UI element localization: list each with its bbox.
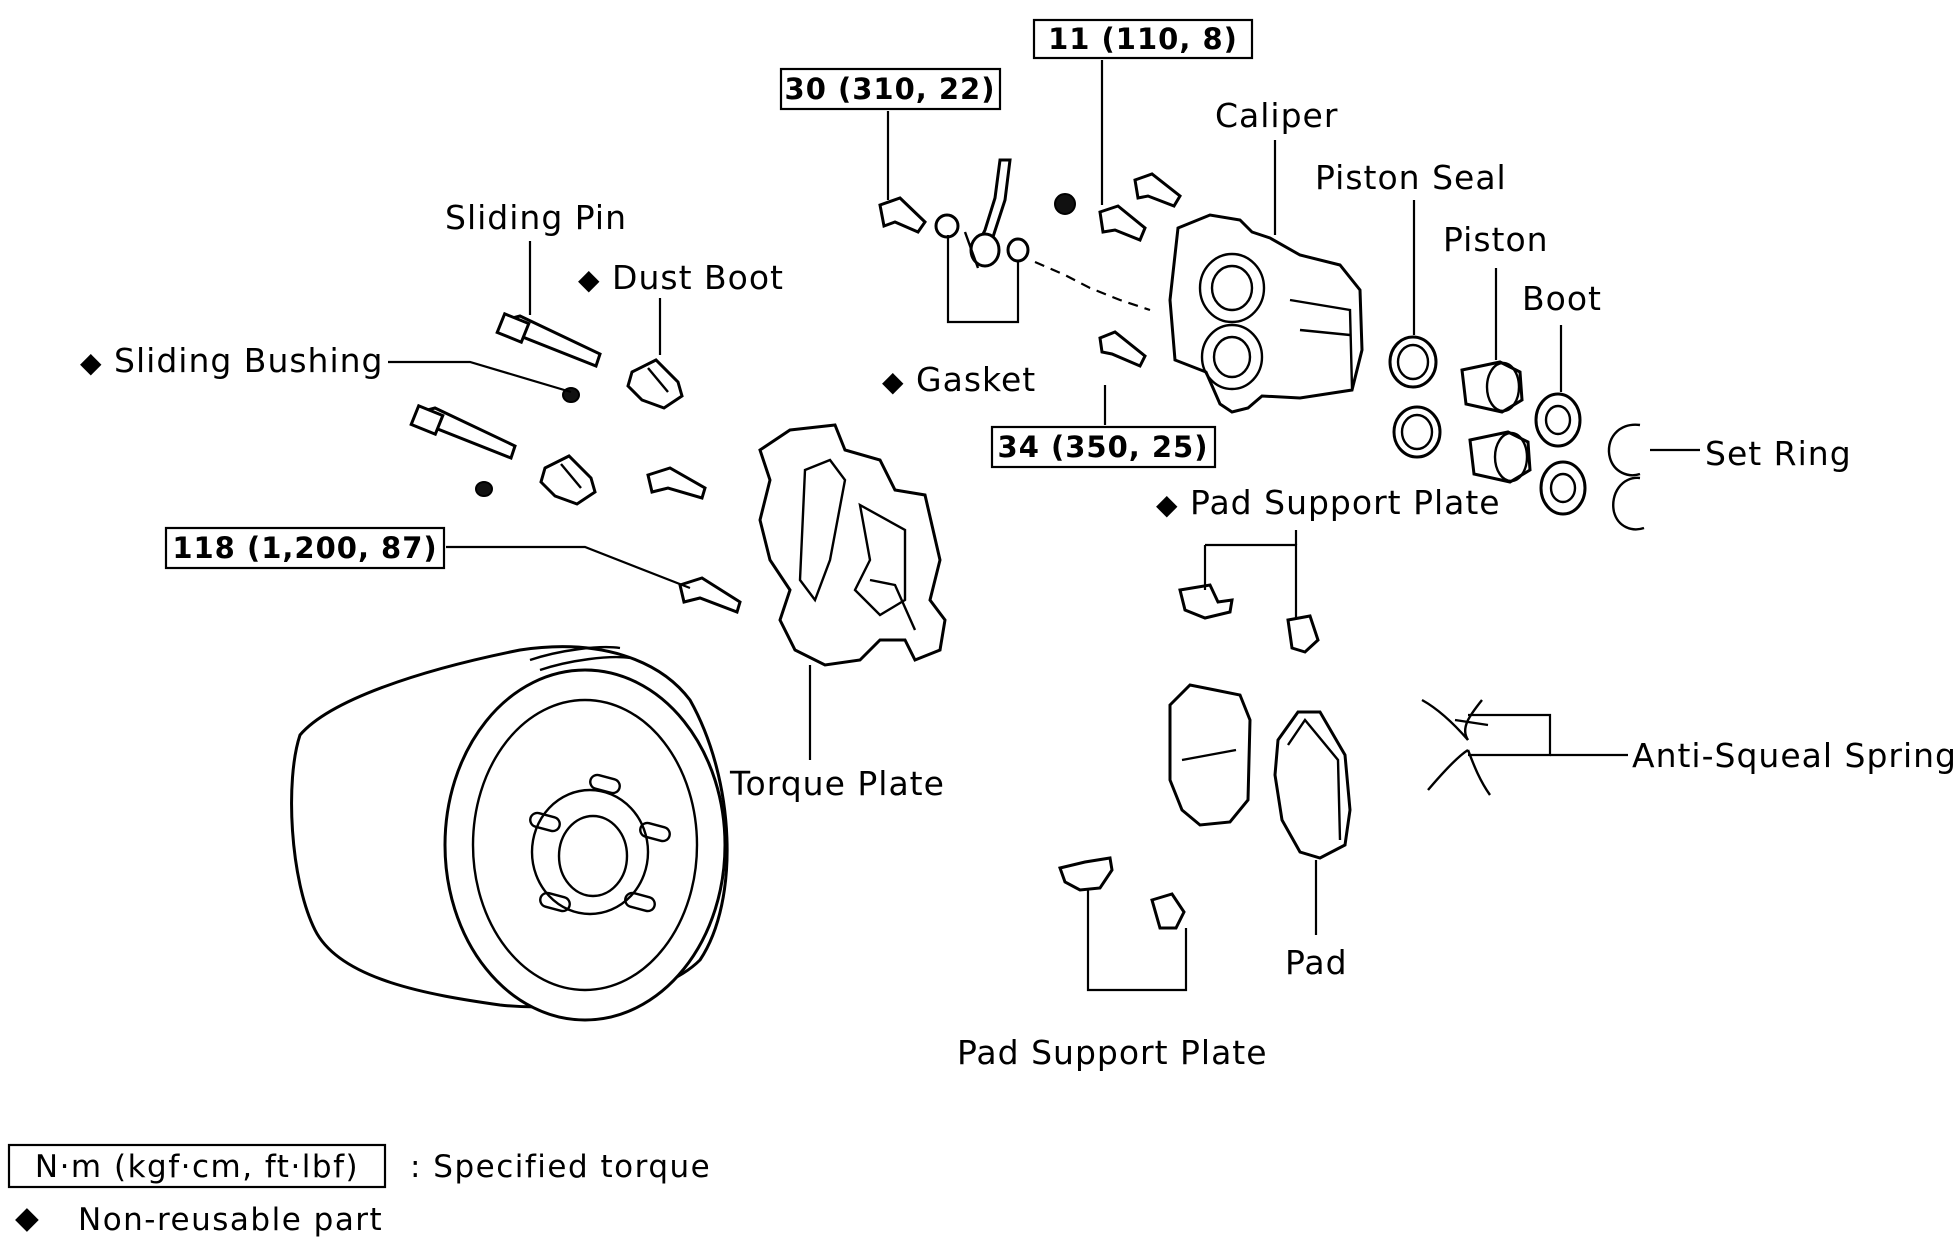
svg-text:118 (1,200, 87): 118 (1,200, 87) [172, 531, 437, 565]
non-reusable-icon: ◆ [1156, 488, 1179, 521]
label-sliding-pin: Sliding Pin [445, 198, 627, 237]
svg-text:11 (110, 8): 11 (110, 8) [1048, 22, 1238, 56]
label-pad: Pad [1285, 943, 1348, 982]
legend-torque-units: N·m (kgf·cm, ft·lbf) [35, 1149, 359, 1185]
legend: N·m (kgf·cm, ft·lbf) : Specified torque … [7, 1143, 711, 1238]
torque-plate-part [758, 423, 947, 667]
mounting-bolt [678, 576, 742, 614]
label-gasket: ◆ Gasket [882, 360, 1036, 399]
non-reusable-icon: ◆ [578, 263, 601, 296]
leader-lines [388, 60, 1700, 992]
legend-torque-box [7, 1143, 387, 1189]
label-sliding-bushing: ◆ Sliding Bushing [80, 341, 384, 380]
torque-spec-34: 34 (350, 25) [990, 425, 1217, 469]
legend-nonreusable-icon: ◆ [15, 1200, 40, 1236]
label-torque-plate: Torque Plate [729, 764, 945, 803]
label-anti-squeal-spring: Anti-Squeal Spring [1632, 736, 1957, 775]
label-pad-support-plate-bottom: Pad Support Plate [957, 1033, 1268, 1072]
svg-text:30 (310, 22): 30 (310, 22) [785, 72, 996, 106]
boots [1534, 392, 1587, 516]
svg-text:34 (350, 25): 34 (350, 25) [998, 430, 1209, 464]
non-reusable-icon: ◆ [80, 346, 103, 379]
label-boot: Boot [1522, 279, 1602, 318]
label-dust-boot: ◆ Dust Boot [578, 258, 784, 297]
anti-squeal-springs [1421, 698, 1491, 796]
label-pad-support-plate-top: ◆ Pad Support Plate [1156, 483, 1501, 522]
caliper-part [1168, 213, 1364, 414]
label-caliper: Caliper [1215, 96, 1338, 135]
piston-seals [1388, 335, 1442, 459]
caliper-hardware [878, 158, 1182, 368]
pad-support-plates-top [1178, 583, 1320, 654]
set-rings [1607, 423, 1645, 531]
label-set-ring: Set Ring [1705, 434, 1852, 473]
dust-boots [539, 358, 684, 506]
label-piston-seal: Piston Seal [1315, 158, 1507, 197]
label-piston: Piston [1443, 220, 1549, 259]
sliding-pins [409, 311, 602, 460]
torque-spec-118: 118 (1,200, 87) [164, 526, 446, 570]
bolt-unlabeled [646, 466, 707, 500]
torque-spec-30: 30 (310, 22) [779, 67, 1002, 111]
pad-support-plates-bottom [1058, 856, 1186, 930]
torque-spec-11: 11 (110, 8) [1032, 18, 1254, 60]
sliding-bushings [475, 387, 580, 497]
legend-nonreusable-desc: Non-reusable part [78, 1202, 383, 1238]
disc-rotor [290, 645, 729, 1022]
legend-torque-desc: : Specified torque [410, 1149, 711, 1185]
pistons [1460, 360, 1532, 484]
non-reusable-icon: ◆ [882, 365, 905, 398]
pads [1168, 683, 1352, 860]
